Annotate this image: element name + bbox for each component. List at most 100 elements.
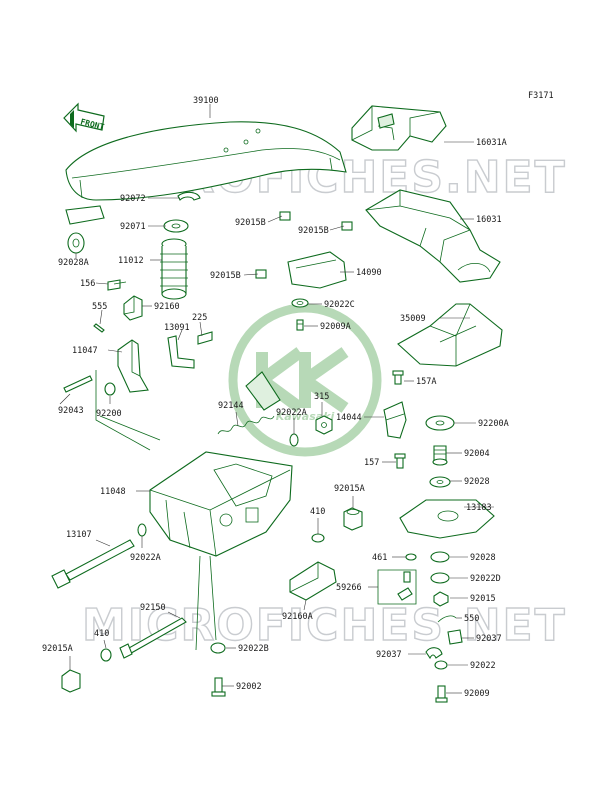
part-92144 bbox=[217, 415, 275, 435]
label-92002: 92002 bbox=[236, 682, 262, 692]
part-13107 bbox=[51, 539, 135, 589]
label-92150: 92150 bbox=[140, 603, 166, 613]
label-11048: 11048 bbox=[100, 487, 126, 497]
part-92028-1 bbox=[429, 476, 451, 488]
label-157: 157 bbox=[364, 458, 379, 468]
part-92037-1 bbox=[447, 629, 463, 645]
part-92022C bbox=[291, 298, 309, 308]
label-410-1: 410 bbox=[310, 507, 325, 517]
part-92160 bbox=[123, 295, 143, 321]
part-92150 bbox=[119, 617, 187, 659]
label-11012: 11012 bbox=[118, 256, 144, 266]
part-92015A-2 bbox=[61, 669, 81, 693]
part-92022D bbox=[430, 572, 450, 584]
part-225 bbox=[197, 331, 213, 345]
part-92200A bbox=[425, 415, 455, 431]
part-11048 bbox=[149, 451, 293, 557]
part-92009A bbox=[296, 319, 304, 331]
part-92004 bbox=[432, 445, 448, 466]
label-13107: 13107 bbox=[66, 530, 92, 540]
label-16031: 16031 bbox=[476, 215, 502, 225]
part-156 bbox=[107, 279, 127, 291]
part-59266 bbox=[377, 569, 417, 605]
ref-line-1 bbox=[95, 370, 161, 451]
label-92144: 92144 bbox=[218, 401, 244, 411]
label-35009: 35009 bbox=[400, 314, 426, 324]
ref-line-2 bbox=[195, 555, 217, 651]
part-14044 bbox=[383, 401, 407, 439]
label-92037-2: 92037 bbox=[376, 650, 402, 660]
label-92072: 92072 bbox=[120, 194, 146, 204]
part-92043 bbox=[63, 375, 93, 393]
part-410-2 bbox=[100, 648, 112, 662]
label-92071: 92071 bbox=[120, 222, 146, 232]
part-92071 bbox=[163, 219, 189, 233]
part-92022A-1 bbox=[289, 433, 299, 447]
label-92022D: 92022D bbox=[470, 574, 501, 584]
part-555 bbox=[93, 323, 105, 333]
part-92015A-1 bbox=[343, 507, 363, 531]
part-92037-2 bbox=[425, 647, 443, 660]
part-16031A bbox=[351, 105, 447, 151]
kawasaki-logo: Kawasaki bbox=[228, 303, 382, 457]
label-92022A-2: 92022A bbox=[130, 553, 161, 563]
label-315: 315 bbox=[314, 392, 329, 402]
label-92028A: 92028A bbox=[58, 258, 89, 268]
part-13183 bbox=[399, 499, 495, 539]
part-11012 bbox=[160, 238, 188, 300]
label-92004: 92004 bbox=[464, 449, 490, 459]
label-555: 555 bbox=[92, 302, 107, 312]
label-92015A-2: 92015A bbox=[42, 644, 73, 654]
label-92200A: 92200A bbox=[478, 419, 509, 429]
part-92022A-2 bbox=[137, 523, 147, 537]
label-92022A-1: 92022A bbox=[276, 408, 307, 418]
label-59266: 59266 bbox=[336, 583, 362, 593]
leader-lines bbox=[59, 104, 494, 694]
label-92022: 92022 bbox=[470, 661, 496, 671]
label-92015: 92015 bbox=[470, 594, 496, 604]
part-labels: 39100 16031A 92072 92071 92015B 92015B 1… bbox=[42, 96, 509, 699]
part-92072 bbox=[177, 191, 201, 201]
part-92009 bbox=[435, 685, 448, 703]
label-92028-2: 92028 bbox=[470, 553, 496, 563]
label-410-2: 410 bbox=[94, 629, 109, 639]
figure-id: F3171 bbox=[528, 91, 554, 101]
part-315 bbox=[315, 415, 333, 435]
part-92022 bbox=[434, 660, 448, 670]
label-13091: 13091 bbox=[164, 323, 190, 333]
part-157 bbox=[394, 453, 406, 469]
part-157A bbox=[392, 370, 404, 385]
label-92037-1: 92037 bbox=[476, 634, 502, 644]
label-550: 550 bbox=[464, 614, 479, 624]
label-156: 156 bbox=[80, 279, 95, 289]
label-92200: 92200 bbox=[96, 409, 122, 419]
label-92160: 92160 bbox=[154, 302, 180, 312]
label-11047: 11047 bbox=[72, 346, 98, 356]
watermark-bottom: MICROFICHES.NET bbox=[82, 600, 567, 651]
label-14090: 14090 bbox=[356, 268, 382, 278]
part-92002 bbox=[211, 677, 226, 697]
front-arrow-icon: FRONT bbox=[63, 102, 105, 133]
label-92160A: 92160A bbox=[282, 612, 313, 622]
label-16031A: 16031A bbox=[476, 138, 507, 148]
part-11047 bbox=[117, 339, 149, 393]
label-13183: 13183 bbox=[466, 503, 492, 513]
label-461: 461 bbox=[372, 553, 387, 563]
part-92015 bbox=[433, 591, 449, 607]
label-157A: 157A bbox=[416, 377, 436, 387]
part-92022B bbox=[210, 642, 226, 654]
label-225: 225 bbox=[192, 313, 207, 323]
part-92015B-2 bbox=[341, 221, 353, 231]
part-handle bbox=[245, 371, 281, 411]
part-14090 bbox=[287, 251, 347, 289]
part-92028A bbox=[65, 205, 105, 254]
part-35009 bbox=[397, 303, 503, 367]
label-92009: 92009 bbox=[464, 689, 490, 699]
label-92028-1: 92028 bbox=[464, 477, 490, 487]
label-39100: 39100 bbox=[193, 96, 219, 106]
label-92022C: 92022C bbox=[324, 300, 355, 310]
label-92015B-1: 92015B bbox=[235, 218, 266, 228]
label-92009A: 92009A bbox=[320, 322, 351, 332]
label-92022B: 92022B bbox=[238, 644, 269, 654]
